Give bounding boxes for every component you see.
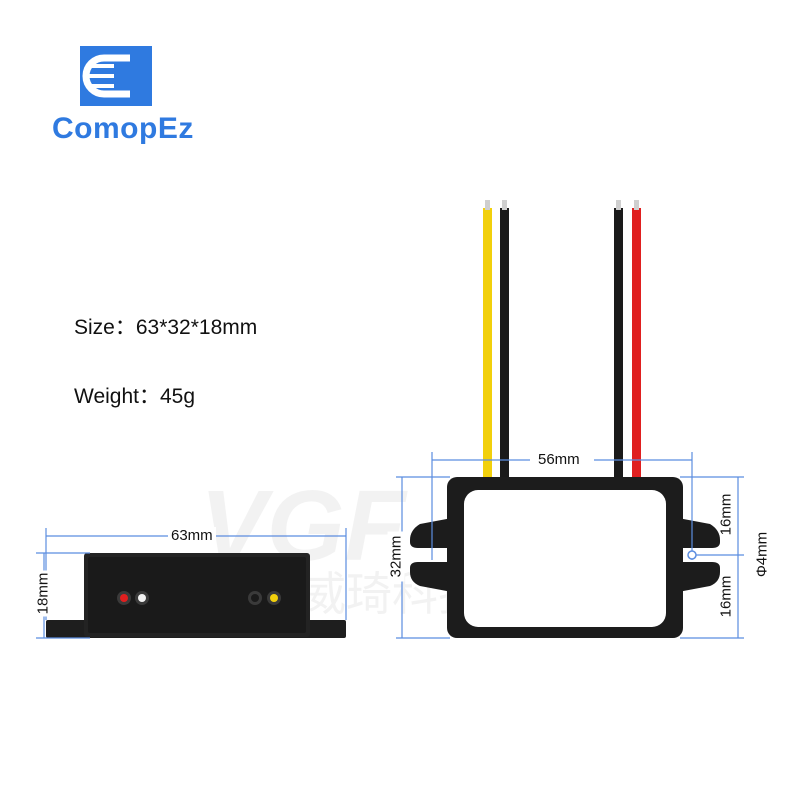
brand-name: ComopEz [52, 112, 194, 145]
terminal-right-pair [248, 591, 281, 605]
dim-front-half-lines [680, 476, 744, 639]
wire-yellow [483, 208, 492, 480]
brand-logo-mark [80, 46, 152, 106]
dim-top-half: 16mm [717, 493, 735, 536]
front-view [396, 200, 744, 639]
left-ear-top [410, 518, 452, 548]
dim-front-width: 56mm [535, 451, 583, 468]
side-view [36, 528, 347, 639]
dim-side-height: 18mm [34, 570, 52, 617]
right-ear-top [678, 518, 720, 548]
dim-bottom-half: 16mm [717, 575, 735, 618]
wires [483, 200, 641, 480]
dim-front-height: 32mm [387, 531, 405, 582]
dim-front-width-line [431, 452, 693, 560]
right-ear-bottom [678, 562, 720, 592]
dim-hole-diameter: Φ4mm [753, 531, 771, 578]
wire-black-left [500, 208, 509, 480]
wire-black-right [614, 208, 623, 480]
spec-weight: Weight：45g [74, 385, 196, 408]
front-view-label-area [464, 490, 666, 627]
wire-red [632, 208, 641, 480]
spec-size: Size：63*32*18mm [74, 316, 258, 339]
terminal-left-pair [117, 591, 149, 605]
hole-marker [687, 550, 697, 560]
logo-c-speed-icon [82, 54, 130, 98]
left-ear-bottom [410, 562, 452, 592]
dim-side-width: 63mm [168, 527, 216, 544]
